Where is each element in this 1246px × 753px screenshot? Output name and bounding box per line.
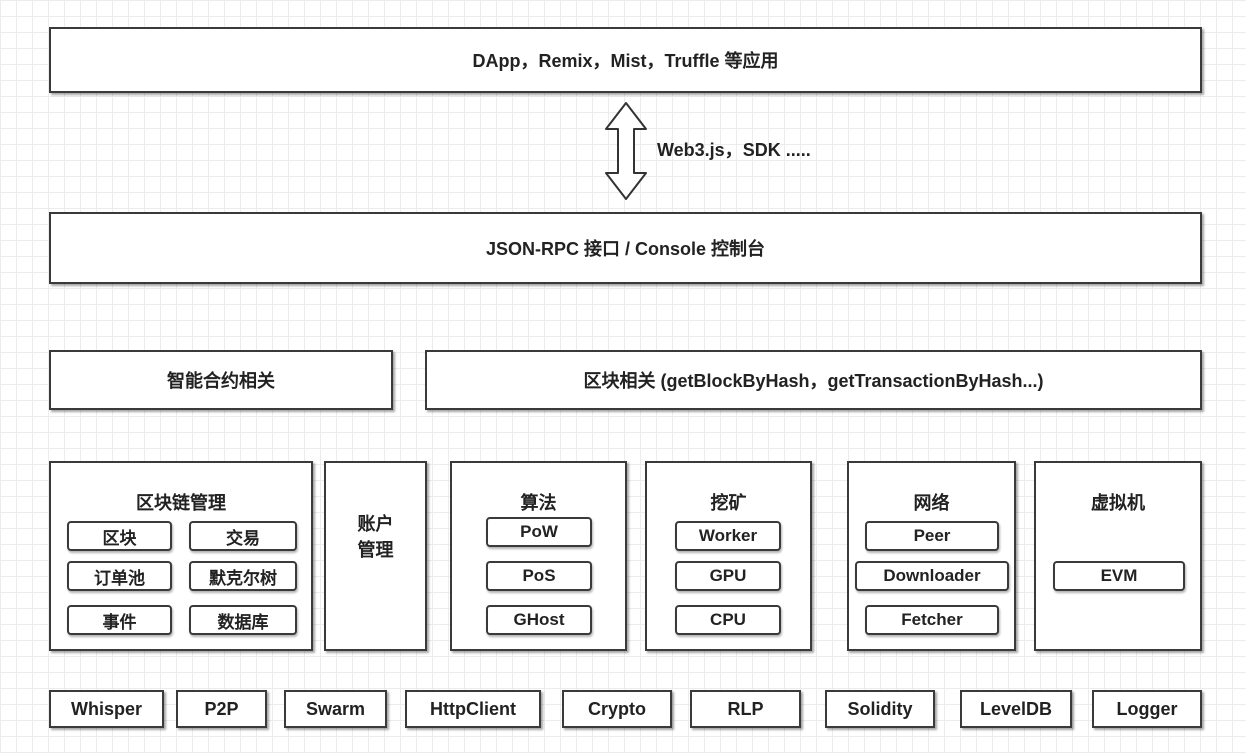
- connector-label: Web3.js，SDK .....: [657, 140, 811, 160]
- app-layer-label: DApp，Remix，Mist，Truffle 等应用: [472, 51, 779, 71]
- base-whisper: Whisper: [49, 690, 164, 728]
- chain-management-title: 区块链管理: [136, 493, 226, 513]
- base-leveldb: LevelDB: [960, 690, 1072, 728]
- base-httpclient: HttpClient: [405, 690, 541, 728]
- chain-item-transaction: 交易: [189, 521, 297, 551]
- base-logger: Logger: [1092, 690, 1202, 728]
- vm-title: 虚拟机: [1091, 493, 1145, 513]
- consensus-item-pos: PoS: [486, 561, 592, 591]
- mining-title: 挖矿: [710, 493, 747, 513]
- chain-item-database: 数据库: [189, 605, 297, 635]
- account-management-panel: 账户 管理: [324, 461, 427, 651]
- mining-item-gpu: GPU: [675, 561, 781, 591]
- chain-item-txpool: 订单池: [67, 561, 172, 591]
- rpc-layer-box: JSON-RPC 接口 / Console 控制台: [49, 212, 1202, 284]
- contract-api-box: 智能合约相关: [49, 350, 393, 410]
- chain-item-block: 区块: [67, 521, 172, 551]
- block-api-label: 区块相关 (getBlockByHash，getTransactionByHas…: [583, 371, 1044, 391]
- network-item-fetcher: Fetcher: [865, 605, 999, 635]
- base-solidity: Solidity: [825, 690, 935, 728]
- base-rlp: RLP: [690, 690, 801, 728]
- chain-item-merkle-tree: 默克尔树: [189, 561, 297, 591]
- double-arrow-icon: [605, 102, 647, 200]
- base-crypto: Crypto: [562, 690, 672, 728]
- chain-item-event: 事件: [67, 605, 172, 635]
- base-p2p: P2P: [176, 690, 267, 728]
- network-title: 网络: [913, 493, 950, 513]
- mining-panel: 挖矿 Worker GPU CPU: [645, 461, 812, 651]
- block-api-box: 区块相关 (getBlockByHash，getTransactionByHas…: [425, 350, 1202, 410]
- vm-panel: 虚拟机 EVM: [1034, 461, 1202, 651]
- chain-management-panel: 区块链管理 区块 交易 订单池 默克尔树 事件 数据库: [49, 461, 313, 651]
- app-layer-box: DApp，Remix，Mist，Truffle 等应用: [49, 27, 1202, 93]
- rpc-layer-label: JSON-RPC 接口 / Console 控制台: [485, 239, 766, 259]
- consensus-item-pow: PoW: [486, 517, 592, 547]
- network-panel: 网络 Peer Downloader Fetcher: [847, 461, 1016, 651]
- account-management-title: 账户 管理: [357, 514, 394, 560]
- network-item-downloader: Downloader: [855, 561, 1009, 591]
- consensus-item-ghost: GHost: [486, 605, 592, 635]
- mining-item-worker: Worker: [675, 521, 781, 551]
- base-swarm: Swarm: [284, 690, 387, 728]
- mining-item-cpu: CPU: [675, 605, 781, 635]
- vm-item-evm: EVM: [1053, 561, 1185, 591]
- consensus-panel: 算法 PoW PoS GHost: [450, 461, 627, 651]
- consensus-title: 算法: [520, 493, 557, 513]
- contract-api-label: 智能合约相关: [167, 371, 275, 391]
- network-item-peer: Peer: [865, 521, 999, 551]
